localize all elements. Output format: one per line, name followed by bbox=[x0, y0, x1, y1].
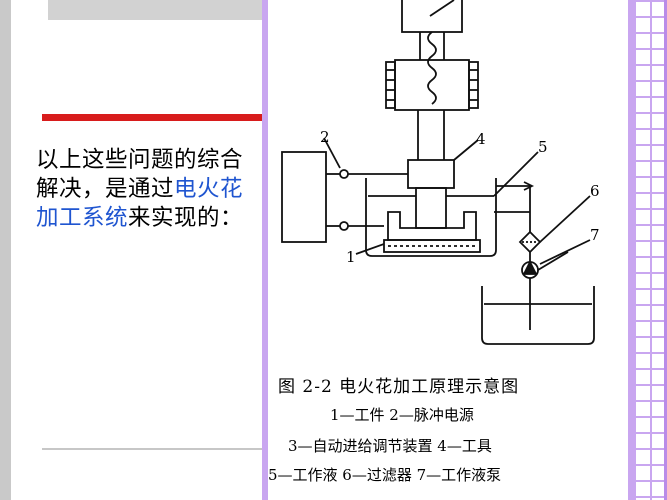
guide-left-block bbox=[385, 61, 396, 109]
intro-paragraph: 以上这些问题的综合解决，是通过电火花加工系统来实现的： bbox=[36, 146, 262, 233]
work-table bbox=[383, 239, 481, 253]
reservoir-tank bbox=[481, 286, 595, 345]
figure-legend-line-3: 5—工作液 6—过滤器 7—工作液泵 bbox=[268, 466, 502, 484]
figure-panel: 2 4 5 6 7 1 图 2-2 电火花加工原理示意图 1—工件 2—脉冲电源… bbox=[268, 0, 628, 500]
diagram-label-2: 2 bbox=[320, 128, 330, 146]
diagram-number-labels: 2 4 5 6 7 1 bbox=[320, 128, 600, 266]
figure-legend-line-1: 1—工件 2—脉冲电源 bbox=[330, 406, 474, 424]
figure-caption-title: 图 2-2 电火花加工原理示意图 bbox=[278, 377, 520, 397]
decorative-grid bbox=[634, 0, 667, 500]
edm-diagram bbox=[281, 0, 595, 345]
guide-right-block bbox=[468, 61, 479, 109]
red-divider bbox=[42, 114, 262, 121]
intro-text-highlight: 电火花加工系统 bbox=[36, 176, 244, 231]
figure-legend-line-2: 3—自动进给调节装置 4—工具 bbox=[288, 437, 492, 455]
figure-frame-right bbox=[628, 0, 634, 500]
pulse-power-box bbox=[281, 151, 327, 243]
diagram-label-6: 6 bbox=[590, 182, 600, 200]
diagram-label-5: 5 bbox=[538, 138, 548, 156]
top-gray-bar bbox=[48, 0, 262, 20]
work-tank bbox=[365, 178, 497, 257]
feed-actuator-box bbox=[401, 0, 463, 33]
bottom-divider bbox=[42, 448, 262, 450]
figure-frame-left bbox=[262, 0, 268, 500]
feed-actuator-needle bbox=[429, 0, 455, 17]
intro-text-before: 以上这些问题的综合解决，是通过 bbox=[36, 147, 244, 202]
left-accent-bar bbox=[0, 0, 11, 500]
feed-spring bbox=[427, 31, 437, 105]
flow-arrow bbox=[523, 181, 535, 191]
diagram-label-7: 7 bbox=[590, 226, 600, 244]
decorative-grid-edge bbox=[664, 0, 667, 500]
diagram-label-4: 4 bbox=[476, 130, 486, 148]
intro-text-after: 来实现的： bbox=[128, 205, 244, 231]
diagram-label-1: 1 bbox=[346, 248, 356, 266]
